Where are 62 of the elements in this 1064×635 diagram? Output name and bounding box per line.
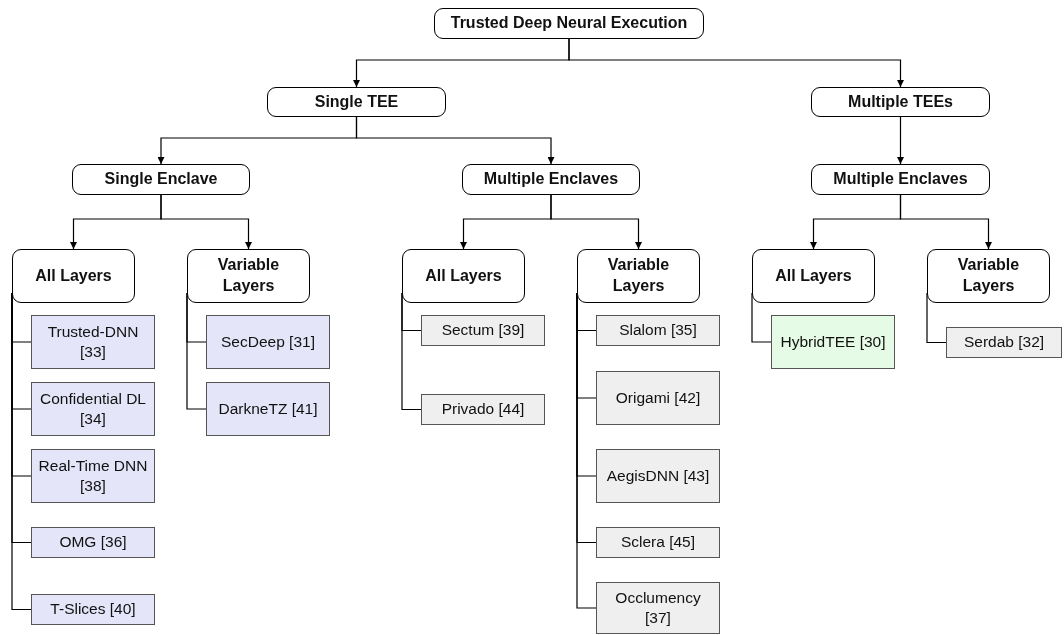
method-box xyxy=(596,371,720,425)
node-label: All Layers xyxy=(425,265,502,286)
node-label: Trusted-DNN [33] xyxy=(46,321,140,362)
category-box xyxy=(462,164,640,195)
node-label: Multiple TEEs xyxy=(848,91,953,112)
category-box xyxy=(267,87,446,117)
arrow xyxy=(899,194,992,250)
category-box xyxy=(187,249,310,303)
node-label: Variable Layers xyxy=(606,255,671,296)
category-box xyxy=(577,249,700,303)
arrow xyxy=(568,38,904,88)
method-box xyxy=(31,449,155,503)
category-box xyxy=(72,164,250,195)
method-box xyxy=(206,382,330,436)
node-label: All Layers xyxy=(775,265,852,286)
arrow xyxy=(160,194,252,250)
node-label: Occlumency [37] xyxy=(614,587,702,628)
method-box xyxy=(31,594,155,625)
node-label: Real-Time DNN [38] xyxy=(37,455,149,496)
node-label: Trusted Deep Neural Execution xyxy=(450,13,688,34)
node-label: Privado [44] xyxy=(441,399,525,420)
category-box xyxy=(811,164,990,195)
node-label: Multiple Enclaves xyxy=(483,169,619,190)
method-box xyxy=(596,582,720,634)
node-label: DarkneTZ [41] xyxy=(218,398,318,419)
node-label: Serdab [32] xyxy=(963,332,1045,353)
method-box xyxy=(596,527,720,558)
method-box xyxy=(31,315,155,369)
method-box xyxy=(421,315,545,346)
node-label: Sectum [39] xyxy=(441,320,525,341)
node-label: SecDeep [31] xyxy=(221,331,315,352)
category-box xyxy=(927,249,1050,303)
method-box xyxy=(421,394,545,425)
method-box xyxy=(946,327,1062,358)
category-box xyxy=(402,249,525,303)
node-label: Multiple Enclaves xyxy=(833,169,968,190)
method-box xyxy=(771,315,895,369)
arrow xyxy=(355,116,555,165)
method-box xyxy=(31,527,155,558)
node-label: AegisDNN [43] xyxy=(606,465,710,486)
method-box xyxy=(596,449,720,503)
node-label: T-Slices [40] xyxy=(50,599,136,620)
node-label: Origami [42] xyxy=(615,387,701,408)
method-box xyxy=(206,315,330,369)
category-box xyxy=(434,8,704,39)
category-box xyxy=(752,249,875,303)
node-label: Variable Layers xyxy=(956,255,1021,296)
node-label: Sclera [45] xyxy=(620,532,696,553)
category-box xyxy=(811,87,990,117)
node-label: OMG [36] xyxy=(59,532,127,553)
node-label: Single TEE xyxy=(314,91,399,112)
node-label: Variable Layers xyxy=(216,255,281,296)
category-box xyxy=(12,249,135,303)
arrow xyxy=(550,194,642,250)
method-box xyxy=(596,315,720,346)
node-label: Confidential DL [34] xyxy=(39,388,147,429)
node-label: Slalom [35] xyxy=(619,320,697,341)
method-box xyxy=(31,382,155,436)
node-label: All Layers xyxy=(35,265,112,286)
arrow xyxy=(897,116,904,165)
node-label: HybridTEE [30] xyxy=(780,331,886,352)
node-label: Single Enclave xyxy=(104,169,218,190)
